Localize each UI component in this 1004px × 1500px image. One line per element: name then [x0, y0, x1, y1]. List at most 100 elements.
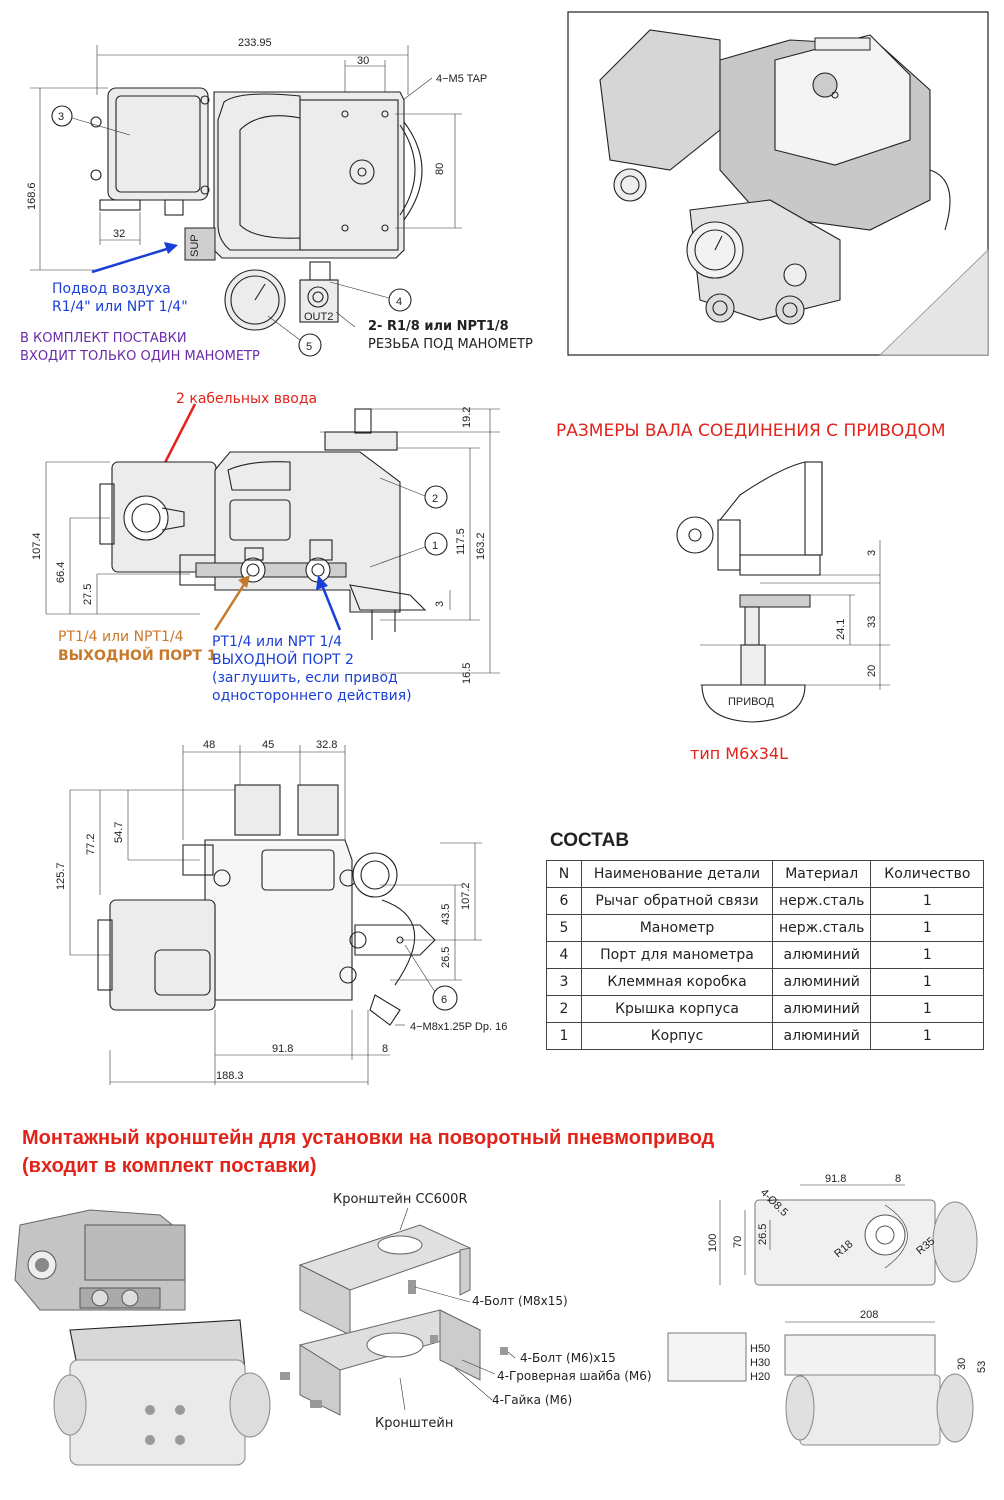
bd-53: 53	[976, 1361, 988, 1373]
bd-8: 8	[895, 1173, 901, 1185]
table-cell: Корпус	[581, 1022, 773, 1050]
out2-label: OUT2	[304, 311, 333, 323]
port2-line2: ВЫХОДНОЙ ПОРТ 2	[212, 652, 354, 668]
dim-168: 168.6	[26, 182, 38, 210]
dim-772: 77.2	[85, 834, 97, 855]
table-cell: нерж.сталь	[771, 914, 872, 942]
dim-30: 30	[357, 55, 369, 67]
bolt-m8-label: 4-Болт (M8x15)	[472, 1294, 568, 1308]
actuator-label: ПРИВОД	[728, 696, 774, 708]
callout-1: 1	[432, 540, 438, 552]
top-view-drawing: 233.95 30 4−M5 TAP 32 3 80	[26, 37, 487, 357]
dim-664: 66.4	[55, 562, 67, 583]
port1-line1: PT1/4 или NPT1/4	[58, 629, 184, 645]
air-supply-line1: Подвод воздуха	[52, 281, 171, 297]
bd-30: 30	[956, 1358, 968, 1370]
dim-45: 45	[262, 739, 274, 751]
bd-208: 208	[860, 1309, 878, 1321]
dim-1883: 188.3	[216, 1070, 244, 1082]
washer-label: 4-Гроверная шайба (M6)	[497, 1369, 652, 1383]
dim-3-side: 3	[434, 601, 446, 607]
dim-80: 80	[434, 163, 446, 175]
table-cell: 1	[870, 995, 985, 1023]
dim-1074: 107.4	[31, 532, 43, 560]
table-cell: Порт для манометра	[581, 941, 773, 969]
bom-title: СОСТАВ	[550, 830, 630, 851]
bottom-view-drawing: 48 45 32.8 125.7 77.2 54.7 6 4−M8x1.25P …	[55, 739, 507, 1085]
side-view-drawing: 19.2 163.2 117.5 16.5 3 107.4 66.4 27.5	[31, 403, 500, 684]
kit-note: В КОМПЛЕКТ ПОСТАВКИ ВХОДИТ ТОЛЬКО ОДИН М…	[20, 330, 260, 366]
dim-233: 233.95	[238, 37, 272, 49]
dim-8: 8	[382, 1043, 388, 1055]
dim-165: 16.5	[461, 663, 473, 684]
port1-line2: ВЫХОДНОЙ ПОРТ 1	[58, 648, 217, 664]
bd-265: 26.5	[757, 1224, 769, 1245]
dim-1257: 125.7	[55, 862, 67, 890]
dim-48: 48	[203, 739, 215, 751]
h30: H30	[750, 1357, 770, 1369]
bracket-dimension-drawing: 91.8 8 4-Ø8.5 100 70 26.5 R18 R35 208 30…	[667, 1173, 988, 1446]
dim-435: 43.5	[440, 904, 452, 925]
dim-shaft-33: 33	[866, 616, 878, 628]
dim-918: 91.8	[272, 1043, 293, 1055]
dim-1632: 163.2	[475, 532, 487, 560]
h20: H20	[750, 1371, 770, 1383]
gauge-thread-line1: 2- R1/8 или NPT1/8	[368, 319, 509, 334]
table-cell: 1	[870, 887, 985, 915]
gauge-thread-line2: РЕЗЬБА ПОД МАНОМЕТР	[368, 337, 533, 352]
bom-header-row: N Наименование детали Материал Количеств…	[546, 860, 985, 888]
table-cell: 1	[546, 1022, 582, 1050]
bracket-assembly-drawing	[14, 1209, 271, 1466]
port2-line1: PT1/4 или NPT 1/4	[212, 634, 343, 650]
dim-shaft-20: 20	[866, 665, 878, 677]
table-cell: 5	[546, 914, 582, 942]
m8-tap: 4−M8x1.25P Dp. 16	[410, 1021, 507, 1033]
table-cell: Манометр	[581, 914, 773, 942]
bom-col-name: Наименование детали	[581, 860, 773, 888]
gauge-thread-note: 2- R1/8 или NPT1/8 РЕЗЬБА ПОД МАНОМЕТР	[368, 318, 533, 354]
dim-547: 54.7	[113, 822, 125, 843]
table-cell: Крышка корпуса	[581, 995, 773, 1023]
bracket-exploded-drawing	[280, 1207, 516, 1416]
bracket-label: Кронштейн	[375, 1416, 454, 1431]
table-cell: алюминий	[771, 968, 872, 996]
bolt-m6-label: 4-Болт (M6)x15	[520, 1351, 616, 1365]
callout-3: 3	[58, 111, 64, 123]
shaft-title: РАЗМЕРЫ ВАЛА СОЕДИНЕНИЯ С ПРИВОДОМ	[556, 421, 946, 441]
bracket-title-line1: Монтажный кронштейн для установки на пов…	[22, 1127, 715, 1149]
dim-328: 32.8	[316, 739, 337, 751]
dim-192: 19.2	[461, 407, 473, 428]
dim-265: 26.5	[440, 947, 452, 968]
table-cell: 1	[870, 914, 985, 942]
dim-275: 27.5	[82, 584, 94, 605]
shaft-drawing: ПРИВОД 3 33 24.1 20	[676, 461, 890, 723]
dim-shaft-3: 3	[866, 550, 878, 556]
bd-100: 100	[707, 1234, 719, 1252]
port2-note: PT1/4 или NPT 1/4 ВЫХОДНОЙ ПОРТ 2 (заглу…	[212, 633, 412, 705]
bom-col-n: N	[546, 860, 582, 888]
shaft-type: тип M6x34L	[690, 744, 788, 763]
nut-label: 4-Гайка (M6)	[492, 1393, 573, 1407]
sup-label: SUP	[189, 234, 201, 257]
table-cell: 1	[870, 1022, 985, 1050]
bom-col-qty: Количество	[870, 860, 985, 888]
dim-1072: 107.2	[460, 882, 472, 910]
callout-2: 2	[432, 493, 438, 505]
iso-view-frame	[567, 11, 989, 356]
callout-4: 4	[396, 296, 402, 308]
dim-shaft-241: 24.1	[835, 619, 847, 640]
bracket-cc600r-label: Кронштейн CC600R	[333, 1192, 468, 1207]
dim-32: 32	[113, 228, 125, 240]
table-cell: Рычаг обратной связи	[581, 887, 773, 915]
table-cell: 4	[546, 941, 582, 969]
callout-6: 6	[441, 994, 447, 1006]
kit-note-line1: В КОМПЛЕКТ ПОСТАВКИ	[20, 331, 187, 346]
tap-label: 4−M5 TAP	[436, 73, 487, 85]
bom-table-wrap: N Наименование детали Материал Количеств…	[546, 860, 985, 1050]
table-cell: алюминий	[771, 1022, 872, 1050]
